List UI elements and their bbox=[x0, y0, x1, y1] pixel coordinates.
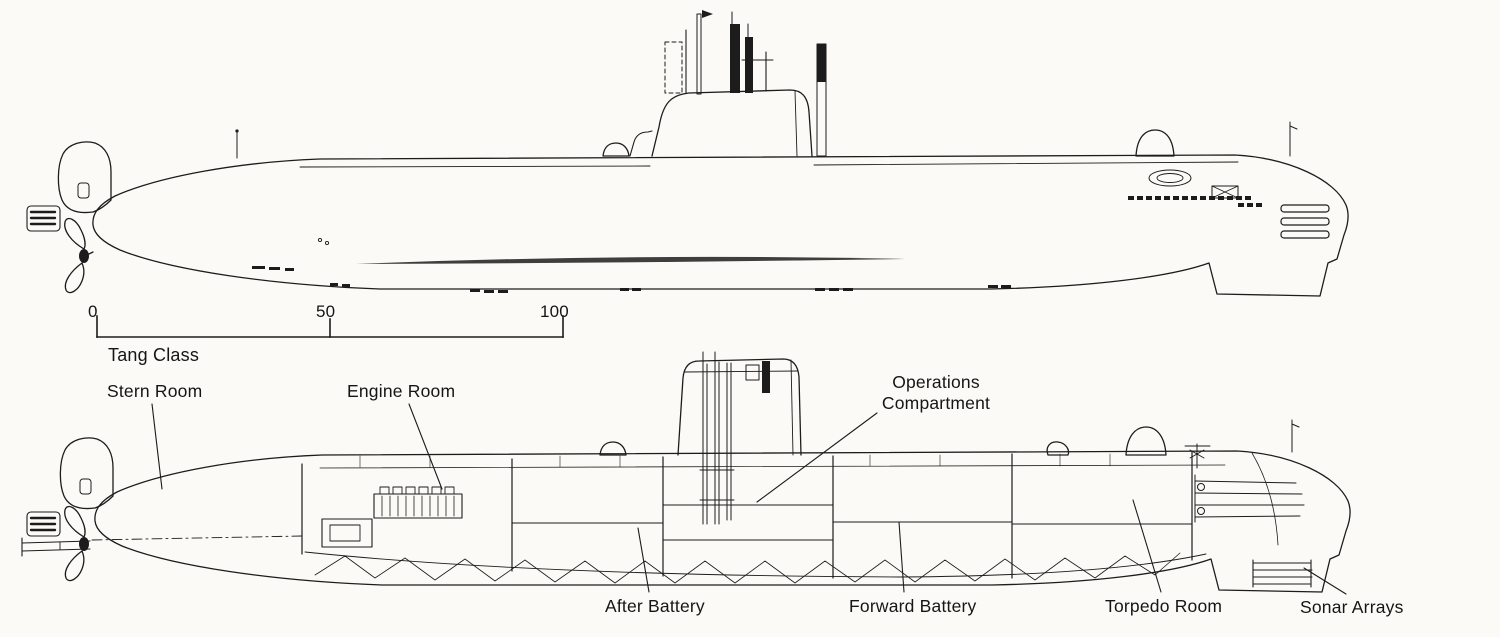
label-sonar-arrays: Sonar Arrays bbox=[1300, 597, 1404, 617]
label-forward-battery: Forward Battery bbox=[849, 596, 977, 616]
label-after-battery: After Battery bbox=[605, 596, 705, 616]
label-engine-room: Engine Room bbox=[347, 381, 456, 401]
label-torpedo-room: Torpedo Room bbox=[1105, 596, 1223, 616]
leader-lines bbox=[151, 403, 1347, 595]
scale-bar bbox=[96, 315, 564, 338]
scale-tick-label-0: 0 bbox=[88, 302, 98, 321]
label-stern-room: Stern Room bbox=[107, 381, 203, 401]
scale-tick-label-100: 100 bbox=[540, 302, 569, 321]
label-operations-line1: Operations bbox=[892, 372, 980, 392]
profile-view-drawing bbox=[26, 10, 1349, 297]
class-title: Tang Class bbox=[108, 345, 200, 365]
scale-tick-label-50: 50 bbox=[316, 302, 336, 321]
cutaway-view-drawing bbox=[21, 351, 1351, 593]
label-operations-line2: Compartment bbox=[881, 392, 991, 413]
label-operations-compartment: Operations Compartment bbox=[856, 372, 1016, 413]
